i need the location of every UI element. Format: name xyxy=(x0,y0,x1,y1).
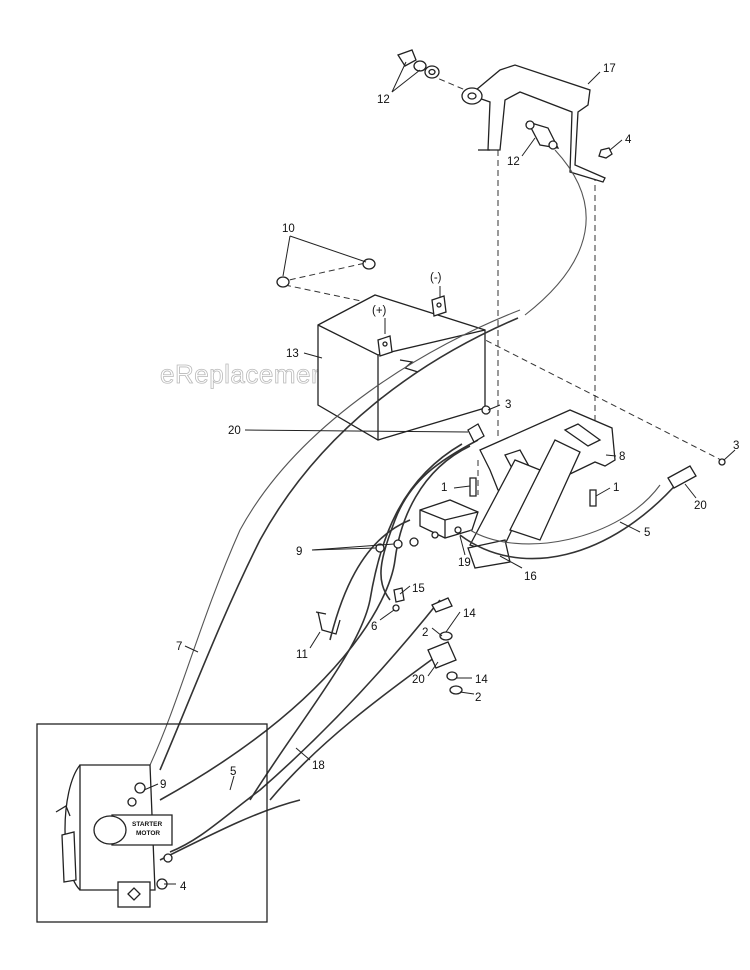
callout-11: 11 xyxy=(296,649,308,661)
callout-12: 12 xyxy=(377,94,390,106)
callout-14: 14 xyxy=(475,674,488,686)
solenoid-19 xyxy=(419,499,479,539)
wire-harness xyxy=(149,149,681,861)
callout-20: 20 xyxy=(694,500,707,512)
callout-16: 16 xyxy=(524,571,537,583)
starter-inset xyxy=(36,723,268,923)
key-12 xyxy=(397,49,440,79)
callout-9: 9 xyxy=(160,779,166,791)
nuts-10 xyxy=(276,258,376,288)
callout-1: 1 xyxy=(441,482,447,494)
callout-2: 2 xyxy=(422,627,428,639)
callout-5: 5 xyxy=(230,766,236,778)
nut-4-upper xyxy=(598,147,613,159)
callout-10: 10 xyxy=(282,223,295,235)
callout-18: 18 xyxy=(312,760,325,772)
callout-4: 4 xyxy=(180,881,187,893)
callout-5: 5 xyxy=(644,527,650,539)
battery-13 xyxy=(317,294,486,441)
callout-12: 12 xyxy=(507,156,520,168)
clip-11 xyxy=(315,611,341,635)
callout-15: 15 xyxy=(412,583,425,595)
callout-3: 3 xyxy=(505,399,511,411)
callout-7: 7 xyxy=(176,641,182,653)
fuse-holder-12 xyxy=(525,120,560,150)
battery-positive-label: (+) xyxy=(372,305,387,317)
leader-lines xyxy=(143,61,736,885)
callout-6: 6 xyxy=(371,621,377,633)
upper-bracket-17 xyxy=(461,64,606,183)
callout-3: 3 xyxy=(733,440,739,452)
callout-1: 1 xyxy=(613,482,619,494)
callout-20: 20 xyxy=(412,674,425,686)
callout-20: 20 xyxy=(228,425,241,437)
callout-14: 14 xyxy=(463,608,476,620)
alignment-lines xyxy=(279,74,726,495)
starter-label-line1: STARTER xyxy=(132,821,163,828)
callout-2: 2 xyxy=(475,692,481,704)
callout-13: 13 xyxy=(286,348,299,360)
callout-17: 17 xyxy=(603,63,616,75)
starter-label-line2: MOTOR xyxy=(136,830,160,837)
battery-negative-label: (-) xyxy=(430,272,442,284)
terminals xyxy=(427,405,726,695)
callout-4: 4 xyxy=(625,134,632,146)
callout-19: 19 xyxy=(458,557,471,569)
callout-8: 8 xyxy=(619,451,625,463)
callout-numbers: 12 12 17 4 10 13 3 3 20 8 1 1 20 5 19 16… xyxy=(160,63,739,893)
bolts xyxy=(375,477,597,612)
callout-9: 9 xyxy=(296,546,302,558)
